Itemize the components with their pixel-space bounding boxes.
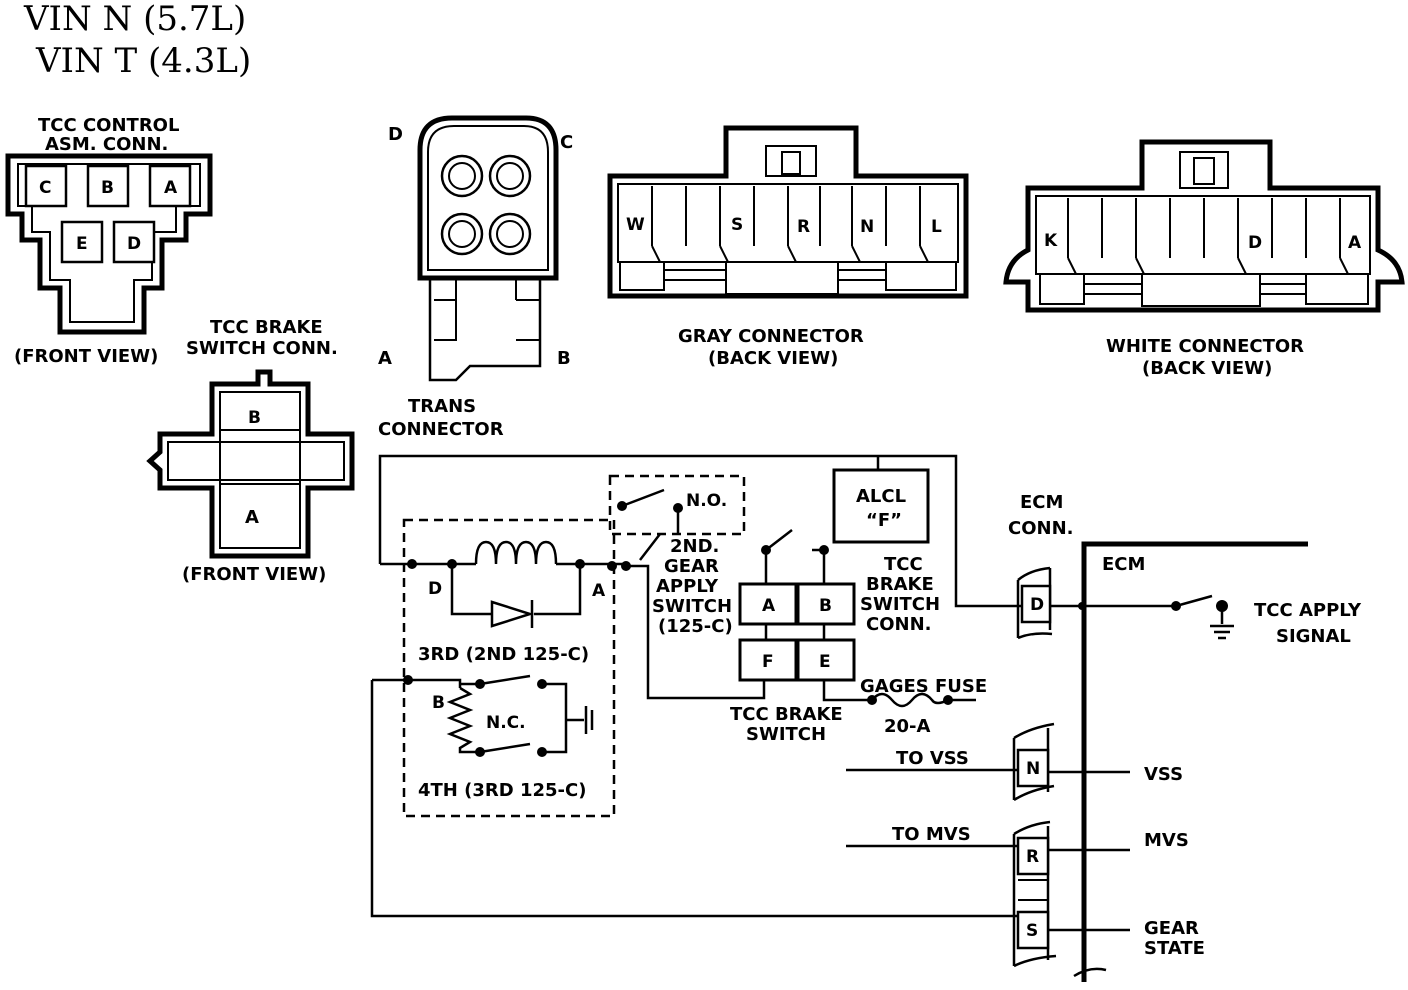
trans-corner-d: D — [388, 124, 403, 145]
tcc-pin-a-box — [148, 164, 192, 208]
brake-pin-e-box — [796, 638, 856, 682]
ecm-pin-d: D — [1030, 595, 1044, 615]
ecm-pin-r: R — [1026, 847, 1039, 867]
vss-label: VSS — [1144, 764, 1183, 785]
tcc-control-view: (FRONT VIEW) — [14, 346, 158, 367]
brake-pin-a-box — [738, 582, 798, 626]
alcl-box — [832, 468, 930, 544]
fuse-rating-label: 20-A — [884, 716, 931, 737]
gray-connector: W S R N L GRAY CONNECTOR (BACK VIEW) — [607, 125, 969, 369]
gray-title-1: GRAY CONNECTOR — [678, 326, 864, 347]
brake-conn-label-4: CONN. — [866, 614, 931, 635]
trans-title-2: CONNECTOR — [378, 419, 504, 440]
ecm-pin-n: N — [1026, 759, 1040, 779]
tcc-pin-a: A — [164, 178, 178, 198]
coil-a-label: A — [592, 581, 606, 601]
schematic: N.O. D A 2ND. GEAR APPLY SWITCH (125-C) … — [370, 454, 1362, 982]
no-switch-label: N.O. — [686, 491, 727, 511]
gray-title-2: (BACK VIEW) — [708, 348, 838, 369]
gear-state-label-2: STATE — [1144, 938, 1205, 959]
gray-pin-w: W — [626, 215, 645, 235]
tcc-pin-d-box — [112, 220, 156, 264]
white-connector: K D A WHITE CONNECTOR (BACK VIEW) — [1003, 139, 1405, 379]
tcc-apply-label-1: TCC APPLY — [1254, 600, 1362, 621]
brake-view-pin-b: B — [248, 408, 261, 428]
white-title-2: (BACK VIEW) — [1142, 358, 1272, 379]
brake-view-pin-a: A — [245, 507, 259, 528]
tcc-pin-e-box — [60, 220, 104, 264]
fourth-gear-label: 4TH (3RD 125-C) — [418, 780, 586, 801]
ecm-label: ECM — [1102, 554, 1145, 575]
alcl-label-1: ALCL — [856, 486, 906, 507]
white-pin-k: K — [1044, 231, 1058, 251]
gear-switch-label-1: 2ND. — [670, 536, 719, 557]
brake-pin-b: B — [819, 596, 832, 616]
trans-title-1: TRANS — [408, 396, 476, 417]
white-pin-d: D — [1248, 233, 1262, 253]
tcc-pin-c-box — [24, 164, 68, 208]
brake-switch-connector-view: TCC BRAKE SWITCH CONN. B A (FRONT VIEW) — [146, 317, 355, 585]
brake-switch-label-1: TCC BRAKE — [730, 704, 843, 725]
gear-state-label-1: GEAR — [1144, 918, 1199, 939]
ecm-conn-label-1: ECM — [1020, 492, 1063, 513]
ecm-pin-s-box — [1016, 910, 1050, 950]
vin-line-1: VIN N (5.7L) — [23, 0, 246, 39]
gray-pin-l: L — [931, 217, 942, 237]
brake-pin-f: F — [762, 652, 774, 672]
ecm-pin-r-box — [1016, 836, 1050, 876]
brake-conn-label-3: SWITCH — [860, 594, 940, 615]
brake-view-title-2: SWITCH CONN. — [186, 338, 338, 359]
vin-line-2: VIN T (4.3L) — [35, 41, 251, 81]
brake-pin-f-box — [738, 638, 798, 682]
gear-switch-label-5: (125-C) — [658, 616, 733, 637]
mvs-label: MVS — [1144, 830, 1189, 851]
tcc-pin-d: D — [127, 234, 141, 254]
tcc-apply-label-2: SIGNAL — [1276, 626, 1351, 647]
alcl-label-2: “F” — [866, 510, 902, 531]
white-title-1: WHITE CONNECTOR — [1106, 336, 1304, 357]
to-mvs-label: TO MVS — [892, 824, 971, 845]
tcc-control-connector: TCC CONTROL ASM. CONN. C B A E D (FRONT … — [5, 115, 213, 367]
tcc-pin-b-box — [86, 164, 130, 208]
ecm-pin-n-box — [1016, 748, 1050, 788]
tcc-pin-c: C — [39, 178, 51, 198]
ecm-pin-d-box — [1020, 584, 1052, 624]
trans-corner-b: B — [557, 348, 571, 369]
tcc-control-title-1: TCC CONTROL — [38, 115, 179, 136]
ecm-conn-label-2: CONN. — [1008, 518, 1073, 539]
brake-switch-label-2: SWITCH — [746, 724, 826, 745]
third-gear-label: 3RD (2ND 125-C) — [418, 644, 589, 665]
gray-pin-s: S — [731, 215, 743, 235]
brake-conn-label-2: BRAKE — [866, 574, 934, 595]
brake-pin-e: E — [819, 652, 831, 672]
gray-pin-n: N — [860, 217, 874, 237]
white-pin-a: A — [1348, 233, 1362, 253]
coil-d-label: D — [428, 579, 442, 599]
brake-view-label: (FRONT VIEW) — [182, 564, 326, 585]
to-vss-label: TO VSS — [896, 748, 969, 769]
ecm-pin-s: S — [1026, 921, 1038, 941]
brake-view-title-1: TCC BRAKE — [210, 317, 323, 338]
gear-switch-label-2: GEAR — [664, 556, 719, 577]
trans-corner-a: A — [378, 348, 392, 369]
tcc-pin-b: B — [101, 178, 114, 198]
gear-switch-label-4: SWITCH — [652, 596, 732, 617]
brake-pin-b-box — [796, 582, 856, 626]
brake-conn-label-1: TCC — [884, 554, 923, 575]
trans-connector: D C A B TRANS CONNECTOR — [378, 115, 573, 440]
tcc-control-title-2: ASM. CONN. — [45, 134, 168, 155]
gear-switch-label-3: APPLY — [656, 576, 719, 597]
trans-corner-c: C — [560, 132, 573, 153]
brake-pin-a: A — [762, 596, 776, 616]
switch-b-label: B — [432, 693, 445, 713]
nc-label: N.C. — [486, 713, 526, 733]
tcc-pin-e: E — [76, 234, 88, 254]
gray-pin-r: R — [797, 217, 810, 237]
gages-fuse-label: GAGES FUSE — [860, 676, 987, 697]
